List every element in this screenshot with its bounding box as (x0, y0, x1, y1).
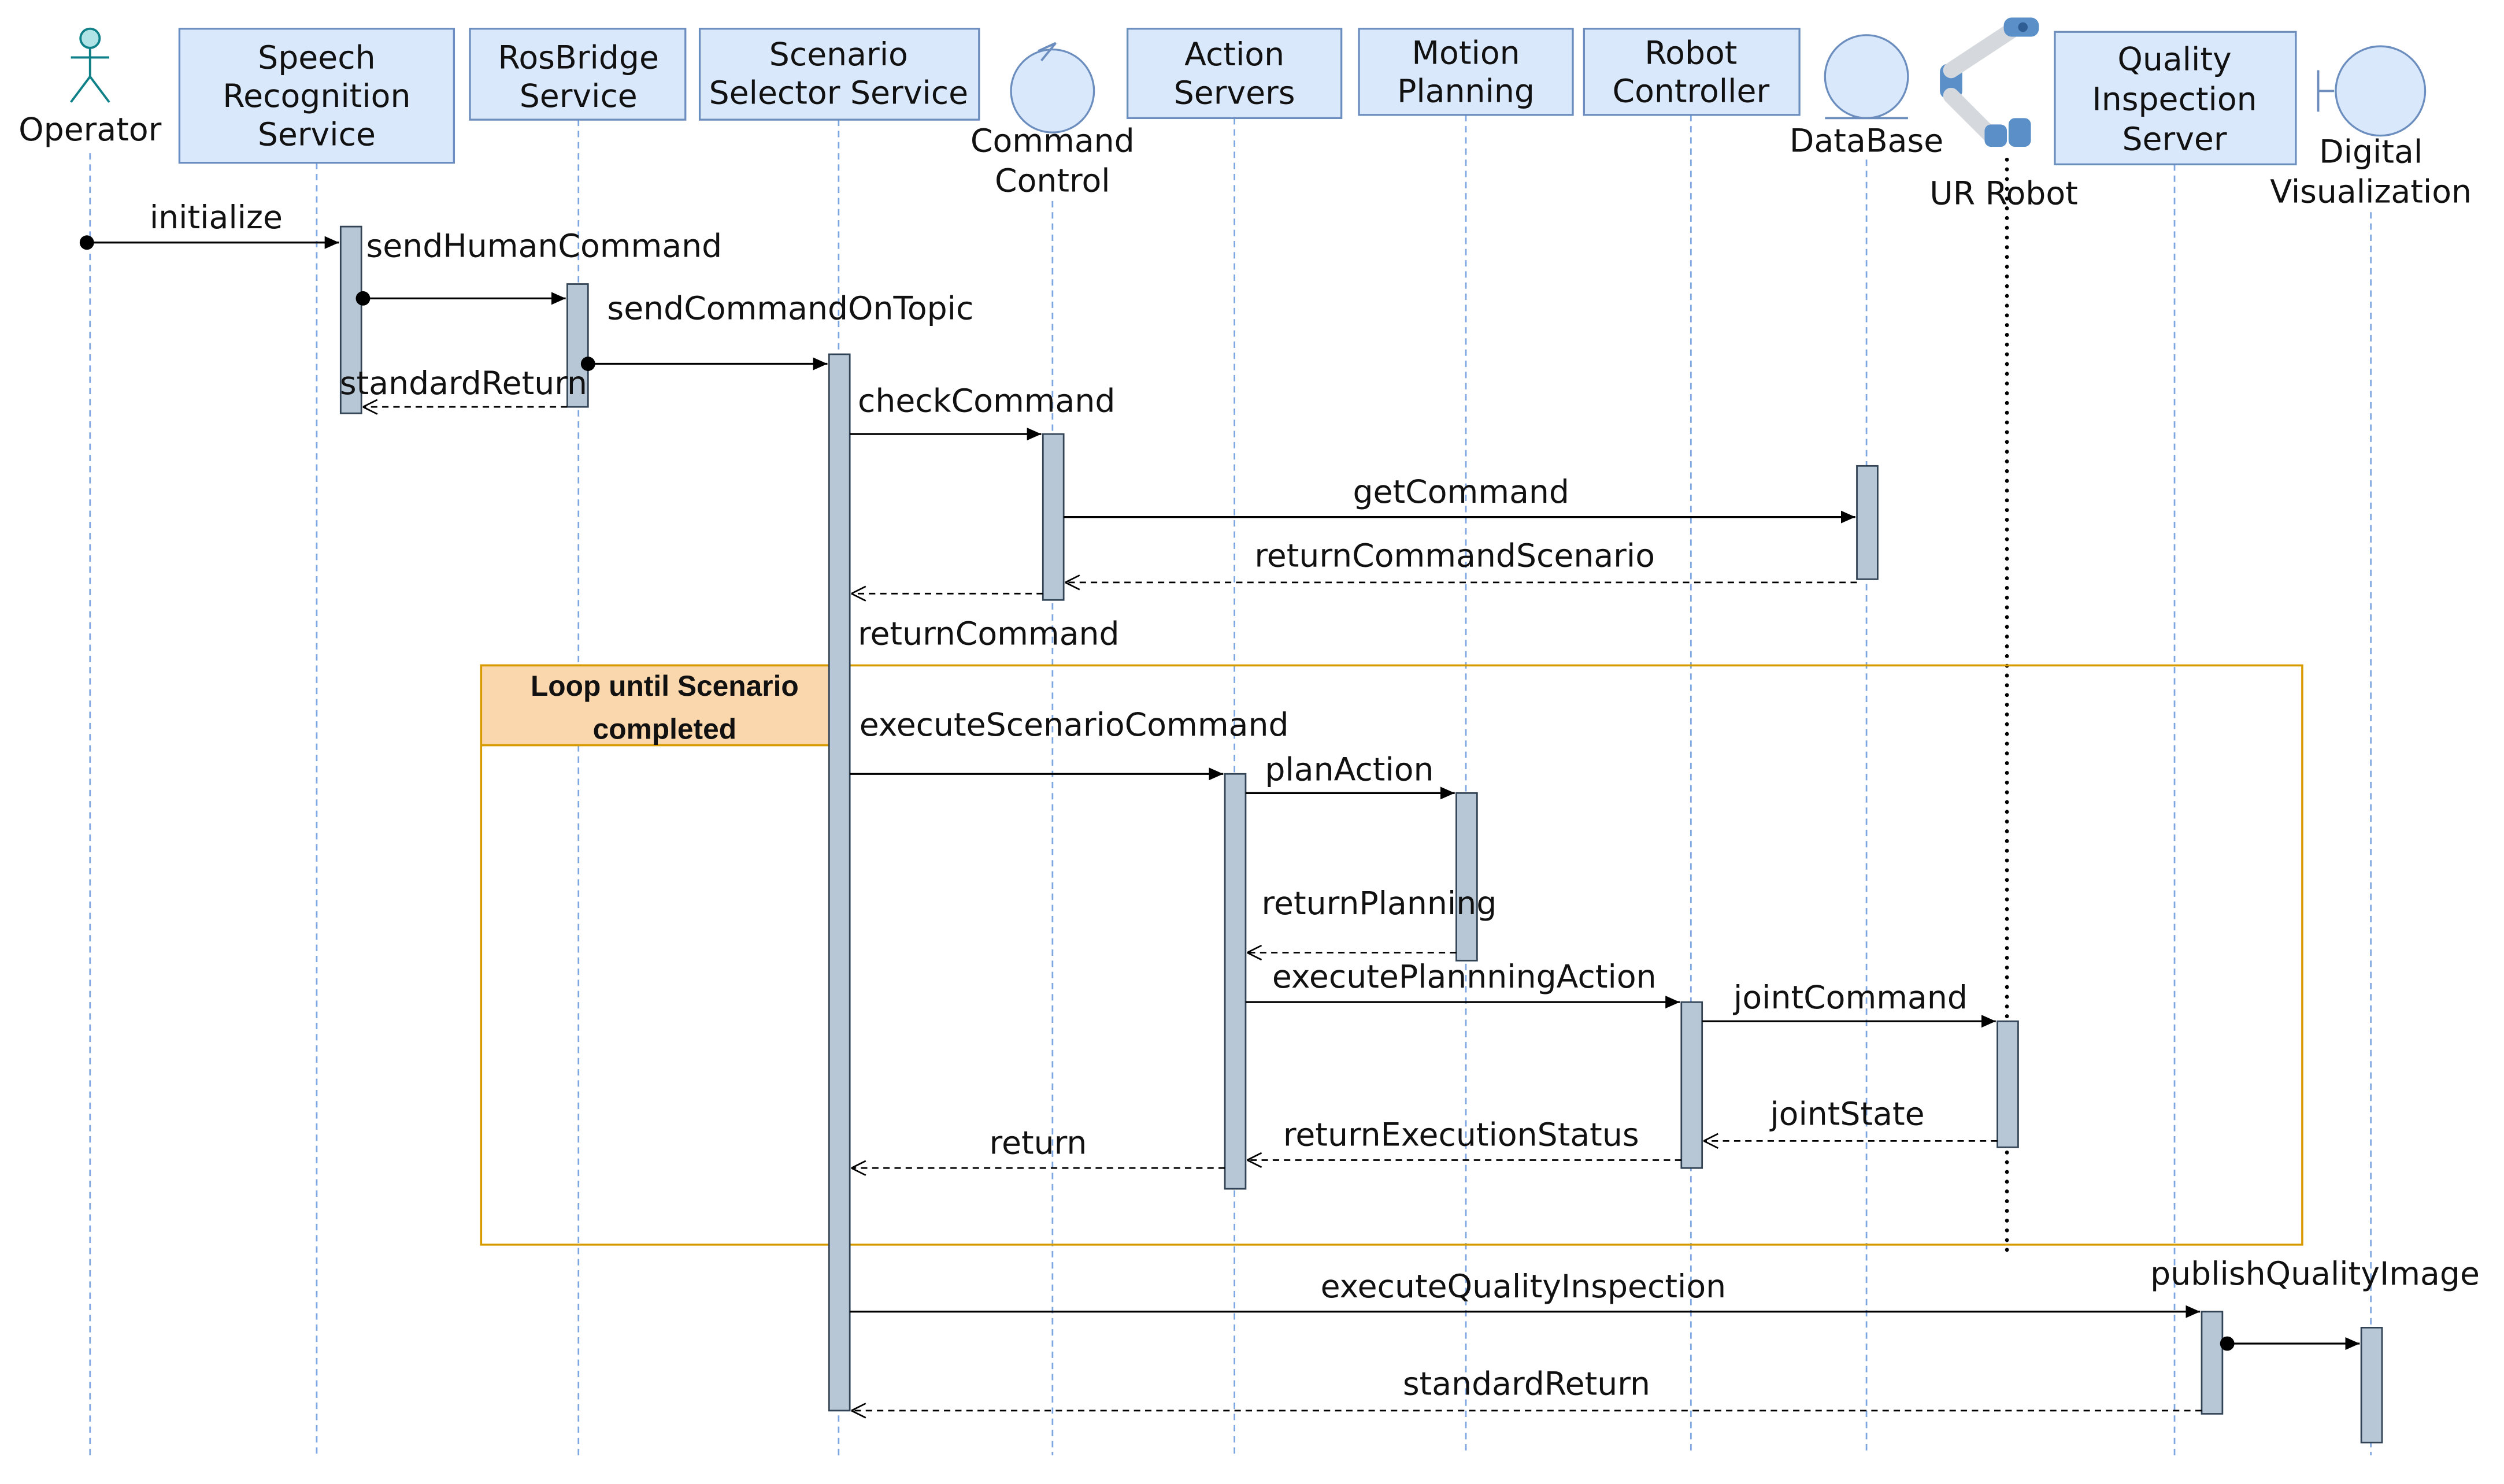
message-label: standardReturn (340, 365, 587, 402)
participant-motion-box (1358, 28, 1574, 116)
activation-bars (339, 225, 2383, 1444)
activation-quality (2201, 1311, 2224, 1415)
message-label: return (990, 1125, 1087, 1162)
loop-label-line-2: completed (593, 713, 737, 745)
message-label: sendCommandOnTopic (607, 290, 973, 327)
message-label: returnExecutionStatus (1283, 1117, 1639, 1154)
robot-arm-icon (1940, 17, 2039, 147)
message-return-command-scenario: returnCommandScenario (1065, 537, 1857, 591)
activation-digital (2360, 1327, 2383, 1444)
participant-scenario-label-2: Selector Service (709, 75, 968, 112)
participant-urrobot-label: UR Robot (1929, 175, 2078, 212)
message-label: returnPlanning (1262, 885, 1497, 922)
message-label: publishQualityImage (2150, 1256, 2480, 1293)
message-label: checkCommand (858, 383, 1115, 420)
participant-command-label-2: Control (995, 162, 1110, 199)
message-label: executeScenarioCommand (860, 707, 1289, 744)
participant-database-label: DataBase (1790, 123, 1943, 159)
message-label: planAction (1265, 751, 1433, 788)
message-execute-scenario-command: executeScenarioCommand (850, 707, 1289, 781)
participant-quality-label-2: Inspection (2092, 81, 2257, 118)
message-get-command: getCommand (1064, 474, 1855, 524)
participant-digital-label-2: Visualization (2270, 174, 2472, 211)
message-plan-action: planAction (1245, 751, 1455, 800)
participant-robotctl-label-1: Robot (1644, 35, 1737, 72)
participant-digital-label-1: Digital (2319, 134, 2422, 171)
message-label: initialize (150, 199, 283, 236)
participant-robotctl-label-2: Controller (1613, 73, 1770, 110)
activation-action (1224, 773, 1247, 1190)
participant-motion-label-2: Planning (1397, 73, 1535, 110)
participant-command-label-1: Command (971, 123, 1135, 159)
participant-action-label-2: Servers (1174, 75, 1295, 112)
activation-rosbridge (566, 283, 589, 408)
message-return-command: returnCommand (851, 585, 1120, 653)
activation-robotctl (1680, 1001, 1703, 1169)
participant-speech-label-2: Recognition (223, 78, 410, 115)
message-joint-command: jointCommand (1702, 980, 1996, 1028)
participant-scenario-label-1: Scenario (769, 36, 908, 73)
participant-speech-box (178, 28, 455, 164)
message-return-planning: returnPlanning (1247, 885, 1497, 961)
message-label: returnCommandScenario (1254, 537, 1655, 574)
message-label: jointCommand (1733, 980, 1968, 1016)
message-execute-planning-action: executePlannningAction (1245, 959, 1680, 1009)
message-check-command: checkCommand (850, 383, 1115, 441)
participant-robotctl-box (1583, 28, 1801, 116)
participant-action-label-1: Action (1184, 36, 1284, 73)
participant-action-box (1126, 28, 1343, 119)
loop-label-line-1: Loop until Scenario (531, 670, 799, 702)
entity-icon (1824, 34, 1909, 120)
participant-quality-label-1: Quality (2117, 41, 2231, 78)
lifelines (89, 114, 2372, 1456)
message-label: executePlannningAction (1272, 959, 1657, 996)
loop-fragment: Loop until Scenario completed (480, 664, 2303, 1246)
participant-scenario-box (698, 28, 980, 121)
message-standard-return-2: standardReturn (851, 1366, 2202, 1419)
operator-actor-icon (70, 27, 110, 103)
participant-quality-label-3: Server (2122, 121, 2227, 158)
message-joint-state: jointState (1703, 1096, 1998, 1149)
message-label: executeQualityInspection (1321, 1268, 1726, 1305)
activation-database (1856, 465, 1879, 580)
message-send-command-on-topic: sendCommandOnTopic (580, 290, 973, 371)
activation-speech (339, 225, 362, 414)
activation-motion (1455, 792, 1478, 962)
participant-quality-box (2054, 31, 2297, 166)
participant-headers: Operator Speech Recognition Service RosB… (18, 17, 2472, 212)
participant-operator-label: Operator (18, 112, 161, 149)
control-icon (1010, 42, 1095, 133)
message-label: jointState (1769, 1096, 1924, 1133)
activation-command (1042, 433, 1065, 601)
message-label: returnCommand (858, 616, 1120, 653)
message-execute-quality-inspection: executeQualityInspection (850, 1268, 2201, 1318)
messages: initialize sendHumanCommand sendCommandO… (79, 199, 2480, 1419)
message-return: return (851, 1125, 1225, 1176)
message-initialize: initialize (79, 199, 339, 250)
activation-scenario (828, 353, 851, 1412)
participant-rosbridge-label-1: RosBridge (498, 40, 659, 77)
message-send-human-command: sendHumanCommand (355, 228, 722, 306)
message-label: standardReturn (1403, 1366, 1650, 1403)
message-label: sendHumanCommand (366, 228, 722, 265)
loop-frame (480, 664, 2303, 1246)
participant-speech-label-3: Service (258, 116, 376, 153)
message-publish-quality-image: publishQualityImage (2150, 1256, 2480, 1351)
message-standard-return-1: standardReturn (340, 365, 587, 415)
boundary-icon (2317, 45, 2427, 137)
message-label: getCommand (1353, 474, 1569, 511)
activation-urrobot (1996, 1020, 2019, 1148)
participant-speech-label-1: Speech (258, 40, 375, 77)
participant-motion-label-1: Motion (1412, 35, 1520, 72)
participant-rosbridge-box (469, 28, 687, 121)
message-return-execution-status: returnExecutionStatus (1247, 1117, 1681, 1168)
participant-rosbridge-label-2: Service (520, 78, 638, 115)
